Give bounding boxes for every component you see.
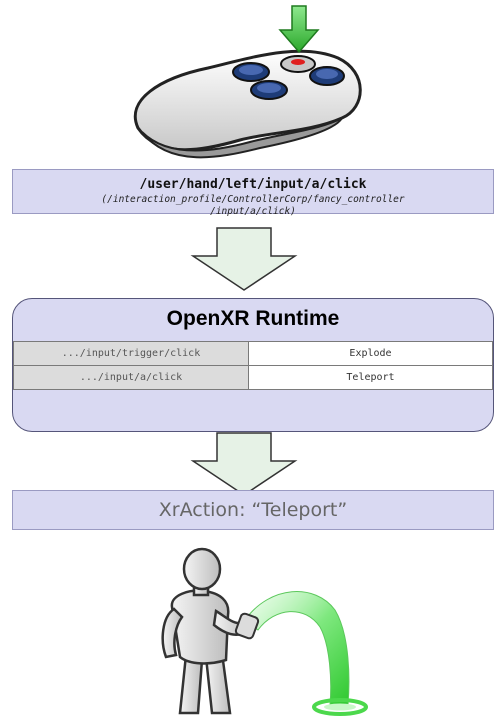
flow-arrow-icon [190, 432, 298, 496]
binding-path: .../input/a/click [13, 365, 249, 390]
runtime-title: OpenXR Runtime [166, 307, 340, 330]
teleport-arc-icon [244, 591, 368, 716]
interaction-profile-path-line1: (/interaction_profile/ControllerCorp/fan… [101, 194, 405, 205]
person-icon [161, 547, 368, 716]
binding-table: .../input/trigger/click Explode .../inpu… [13, 341, 493, 390]
binding-action: Explode [248, 341, 493, 366]
flow-arrow-icon [190, 227, 298, 291]
binding-path: .../input/trigger/click [13, 341, 249, 366]
openxr-runtime-box: OpenXR Runtime .../input/trigger/click E… [12, 298, 494, 432]
input-path-box: /user/hand/left/input/a/click (/interact… [12, 169, 494, 217]
input-path-label: /user/hand/left/input/a/click [139, 177, 367, 192]
interaction-profile-path-line2: /input/a/click) [210, 206, 296, 217]
xraction-box: XrAction: “Teleport” [12, 490, 494, 530]
controller-icon [133, 5, 362, 159]
interaction-profile-path: (/interaction_profile/ControllerCorp/fan… [13, 194, 493, 218]
binding-action: Teleport [248, 365, 493, 390]
binding-row: .../input/a/click Teleport [13, 365, 493, 390]
down-arrow-icon [278, 5, 320, 54]
xraction-label: XrAction: “Teleport” [158, 499, 348, 521]
binding-row: .../input/trigger/click Explode [13, 341, 493, 366]
